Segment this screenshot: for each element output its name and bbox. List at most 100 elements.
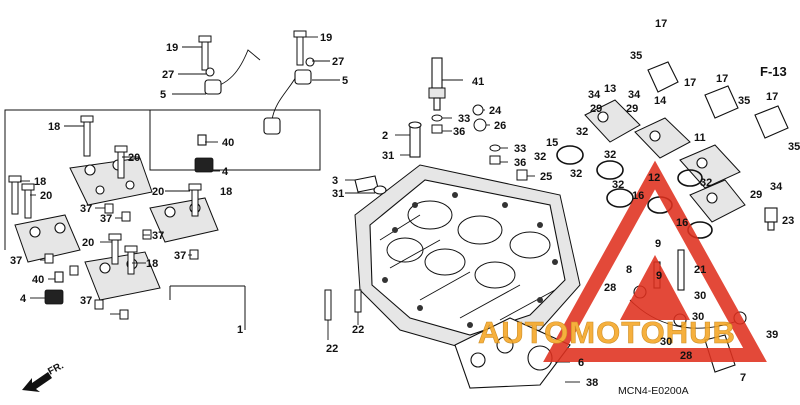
front-label: FR. — [46, 360, 66, 377]
callout-c18d: 18 — [146, 258, 158, 270]
callout-c32e: 32 — [612, 179, 624, 191]
callout-c27a: 27 — [162, 69, 174, 81]
spark-plug — [428, 57, 446, 111]
callout-c29a: 29 — [590, 103, 602, 115]
callout-c30b: 30 — [692, 311, 704, 323]
temperature-sensor — [764, 207, 778, 231]
callout-c32a: 32 — [576, 126, 588, 138]
callout-c39: 39 — [766, 329, 778, 341]
rocker-cover-holder-1 — [584, 99, 641, 143]
callout-c9b: 9 — [656, 270, 662, 282]
callout-c20d: 20 — [82, 237, 94, 249]
callout-c37c: 37 — [152, 230, 164, 242]
sensor-upper — [194, 134, 214, 173]
callout-c32c: 32 — [570, 168, 582, 180]
dowel-pins — [44, 203, 199, 320]
callout-c32f: 32 — [700, 177, 712, 189]
callout-c33b: 33 — [514, 143, 526, 155]
callout-c13: 13 — [604, 83, 616, 95]
callout-c17a: 17 — [655, 18, 667, 30]
callout-c7: 7 — [740, 372, 746, 384]
callout-c41: 41 — [472, 76, 484, 88]
callout-c21: 21 — [694, 264, 706, 276]
callout-c26: 26 — [494, 120, 506, 132]
callout-c31a: 31 — [382, 150, 394, 162]
callout-c34a: 34 — [588, 89, 601, 101]
callout-c3: 3 — [332, 175, 338, 187]
callout-c18a: 18 — [48, 121, 60, 133]
callout-c40b: 40 — [32, 274, 44, 286]
callout-c34c: 34 — [770, 181, 783, 193]
callout-c37f: 37 — [80, 295, 92, 307]
callout-c30a: 30 — [694, 290, 706, 302]
camshaft-holder-upper-left — [69, 157, 153, 206]
callout-c23: 23 — [782, 215, 794, 227]
callout-c5a: 5 — [160, 89, 166, 101]
rocker-cover-holder-4 — [689, 179, 746, 223]
callout-c27b: 27 — [332, 56, 344, 68]
callout-c4b: 4 — [20, 293, 27, 305]
callout-c28a: 28 — [604, 282, 616, 294]
bolt-set — [8, 30, 307, 275]
figure-code: MCN4-E0200A — [618, 385, 689, 397]
cylinder-head — [354, 164, 581, 351]
sensor-lower — [44, 271, 64, 305]
callout-c12: 12 — [648, 172, 660, 184]
oil-pipe-fitting — [354, 175, 387, 195]
callout-c35c: 35 — [788, 141, 800, 153]
callout-c22a: 22 — [326, 343, 338, 355]
callout-c31b: 31 — [332, 188, 344, 200]
callout-c35a: 35 — [630, 50, 642, 62]
callout-c37b: 37 — [100, 213, 112, 225]
callout-c16b: 16 — [676, 217, 688, 229]
rocker-cover-holder-3 — [679, 144, 741, 189]
callout-c24: 24 — [489, 105, 502, 117]
callout-c32d: 32 — [604, 149, 616, 161]
rocker-cover-holder-2 — [634, 117, 691, 159]
head-gasket — [454, 317, 571, 389]
wire-harness-right — [263, 57, 315, 135]
callout-c35b: 35 — [738, 95, 750, 107]
callout-c30c: 30 — [660, 336, 672, 348]
stud-bolts — [324, 289, 362, 321]
front-arrow-icon: FR. — [22, 360, 66, 392]
callout-c29c: 29 — [750, 189, 762, 201]
callout-c29b: 29 — [626, 103, 638, 115]
callout-c17c: 17 — [716, 73, 728, 85]
callout-c11: 11 — [694, 132, 706, 144]
wire-harness-left — [204, 49, 261, 95]
callout-c20a: 20 — [128, 152, 140, 164]
callout-c14: 14 — [654, 95, 667, 107]
watermark-logo: AUTOMOTOHUB — [478, 160, 767, 362]
callout-c20b: 20 — [40, 190, 52, 202]
callout-c38: 38 — [586, 377, 598, 389]
callout-c37a: 37 — [80, 203, 92, 215]
callout-c33a: 33 — [458, 113, 470, 125]
pulse-rotor-caps — [647, 61, 789, 139]
callout-c18c: 18 — [220, 186, 232, 198]
callout-c17b: 17 — [684, 77, 696, 89]
callout-c36a: 36 — [453, 126, 465, 138]
callout-c4a: 4 — [222, 166, 229, 178]
callout-c28b: 28 — [680, 350, 692, 362]
callout-c25: 25 — [540, 171, 552, 183]
callout-c37d: 37 — [10, 255, 22, 267]
callout-c5b: 5 — [342, 75, 348, 87]
callout-c15: 15 — [546, 137, 558, 149]
callout-c18b: 18 — [34, 176, 46, 188]
callout-c40a: 40 — [222, 137, 234, 149]
callout-c2: 2 — [382, 130, 388, 142]
callout-c6: 6 — [578, 357, 584, 369]
leader-lines — [20, 36, 580, 383]
spark-plug-tube — [408, 121, 422, 158]
section-code: F-13 — [760, 64, 787, 79]
callout-c17d: 17 — [766, 91, 778, 103]
callout-c19b: 19 — [320, 32, 332, 44]
camshaft-holder-left-1 — [14, 214, 81, 263]
small-washers — [431, 104, 528, 181]
callout-c22b: 22 — [352, 324, 364, 336]
callout-c37e: 37 — [174, 250, 186, 262]
